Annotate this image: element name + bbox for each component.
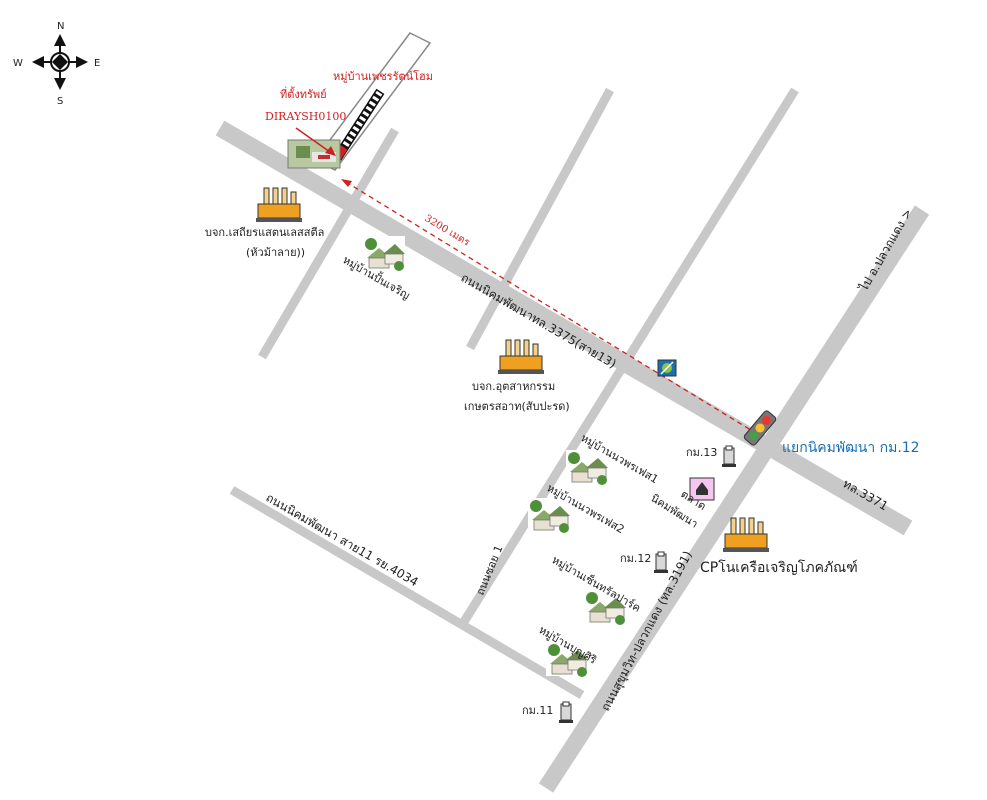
- factory-2-label-line2: เกษตรสอาท(สับปะรด): [464, 400, 570, 413]
- factory-1-label-line2: (หัวม้าลาย)): [246, 246, 305, 259]
- road-sukhumvit-label: ถนนสุขุมวิท-ปลวกแดง (ทล.3191): [598, 549, 695, 714]
- km-post-11-icon: [558, 701, 574, 724]
- traffic-light-icon: [743, 410, 777, 446]
- landmark-sign-icon: [657, 359, 677, 377]
- km13-label: กม.13: [686, 446, 717, 459]
- property-code-label: DIRAYSH0100: [265, 110, 346, 123]
- cp-factory-label: CPโนเครือเจริญโภคภัณฑ์: [700, 559, 858, 576]
- compass-rose: N S E W: [13, 21, 100, 107]
- km11-label: กม.11: [522, 704, 553, 717]
- road-right-vertical: [458, 87, 799, 628]
- road-top-left-vertical: [258, 127, 399, 360]
- compass-north: N: [57, 21, 64, 32]
- village-top-label: หมู่บ้านเพชรรัตน์โฮม: [333, 69, 433, 83]
- road-main-diagonal: [215, 120, 913, 536]
- road-center-vertical: [466, 87, 614, 351]
- km12-label: กม.12: [620, 552, 651, 565]
- road-lower-label: ถนนนิคมพัฒนา สาย11 รย.4034: [264, 490, 421, 589]
- factory-2-label-line1: บจก.อุตสาหกรรม: [472, 380, 555, 393]
- junction-label: แยกนิคมพัฒนา กม.12: [782, 440, 920, 456]
- property-pointer-arrow: [295, 127, 336, 156]
- property-title-label: ที่ตั้งทรัพย์: [280, 86, 327, 101]
- roads: [215, 87, 930, 793]
- km-post-13-icon: [721, 445, 737, 468]
- factory-1-label-line1: บจก.เสถียรแสตนเลสสตีล: [205, 226, 324, 239]
- factory-icon-2: [497, 339, 545, 375]
- road-lower: [229, 486, 585, 699]
- compass-east: E: [94, 58, 100, 69]
- km-post-12-icon: [653, 551, 669, 574]
- compass-west: W: [13, 58, 23, 69]
- road-sukhumvit: [538, 205, 930, 793]
- compass-south: S: [57, 96, 63, 107]
- market-icon: [689, 477, 715, 501]
- factory-icon-1: [255, 187, 303, 223]
- factory-icon-cp: [722, 517, 770, 553]
